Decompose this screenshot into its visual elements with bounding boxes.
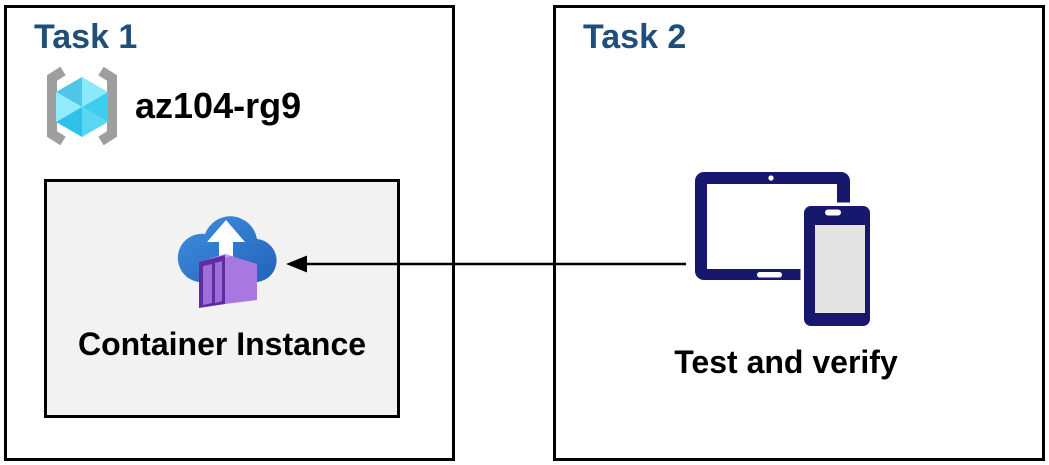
task2-title: Task 2: [583, 18, 687, 56]
task2-box: Task 2 Test and verify: [553, 5, 1045, 461]
container-instance-box: Container Instance: [44, 179, 400, 418]
resource-group-name: az104-rg9: [135, 85, 302, 126]
container-instance-icon: [177, 216, 277, 308]
task1-box: Task 1 az104-rg9: [4, 5, 455, 461]
container-instance-label: Container Instance: [77, 326, 367, 362]
resource-group-row: az104-rg9: [39, 61, 419, 153]
devices-tablet-phone-icon: [695, 172, 874, 330]
test-and-verify-label: Test and verify: [674, 344, 898, 380]
resource-group-icon: [47, 66, 117, 146]
task1-title: Task 1: [34, 18, 138, 56]
